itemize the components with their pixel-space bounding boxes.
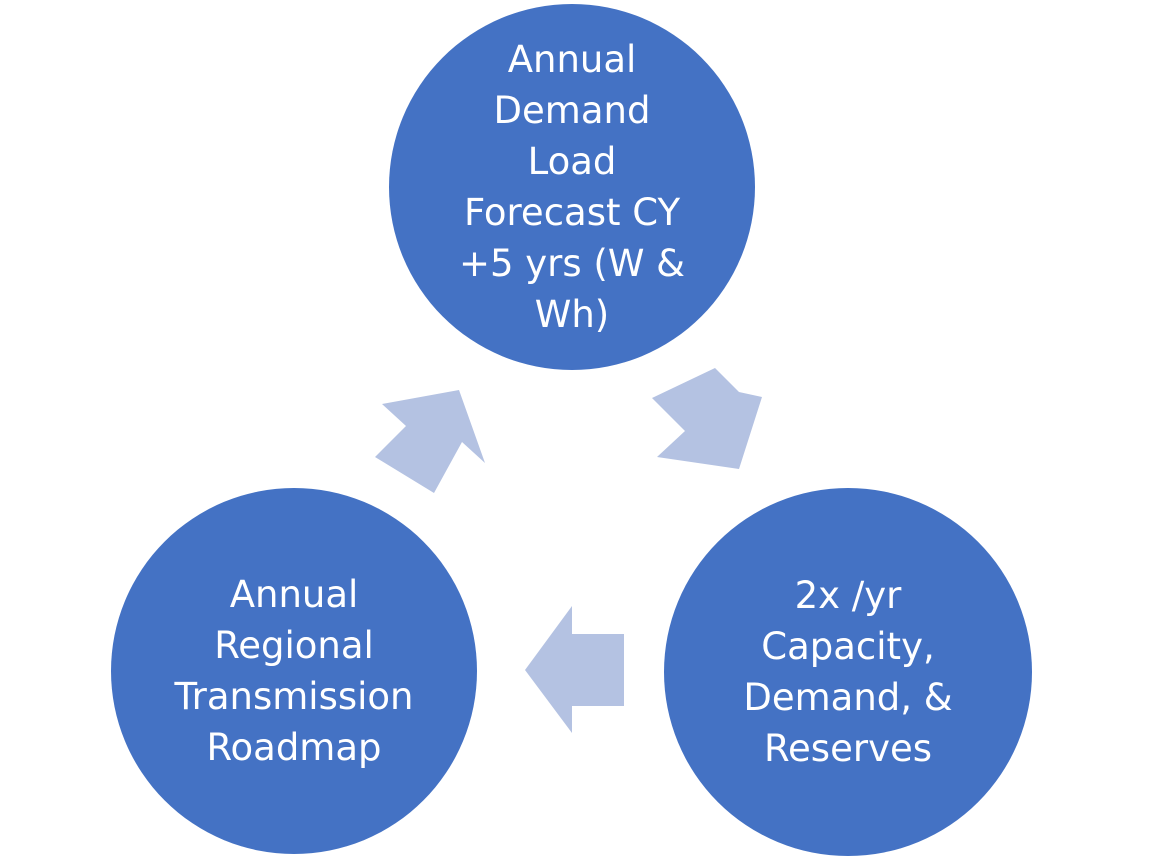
arrow-top-to-right — [652, 368, 762, 469]
node-label-line: Annual — [229, 573, 359, 616]
cycle-node-demand-load-forecast: Annual Demand Load Forecast CY +5 yrs (W… — [389, 4, 755, 370]
node-label-line: Transmission — [174, 675, 414, 718]
node-label-line: Regional — [214, 624, 374, 667]
node-label-line: Load — [527, 140, 617, 183]
node-label-line: Demand — [493, 89, 651, 132]
node-label-line: Demand, & — [743, 676, 953, 719]
node-label-line: 2x /yr — [794, 574, 902, 617]
arrow-right-to-left — [525, 606, 624, 733]
cycle-node-transmission-roadmap: Annual Regional Transmission Roadmap — [111, 488, 477, 854]
node-label-line: Reserves — [764, 727, 932, 770]
arrow-left-to-top — [375, 390, 485, 493]
node-label-line: Forecast CY — [463, 191, 681, 234]
node-label-line: Annual — [507, 38, 637, 81]
cycle-node-capacity-demand-reserves: 2x /yr Capacity, Demand, & Reserves — [664, 488, 1032, 856]
node-label-line: Roadmap — [206, 726, 382, 769]
node-label-line: Capacity, — [761, 625, 935, 668]
node-label-line: Wh) — [534, 293, 610, 336]
node-label-line: +5 yrs (W & — [458, 242, 686, 285]
